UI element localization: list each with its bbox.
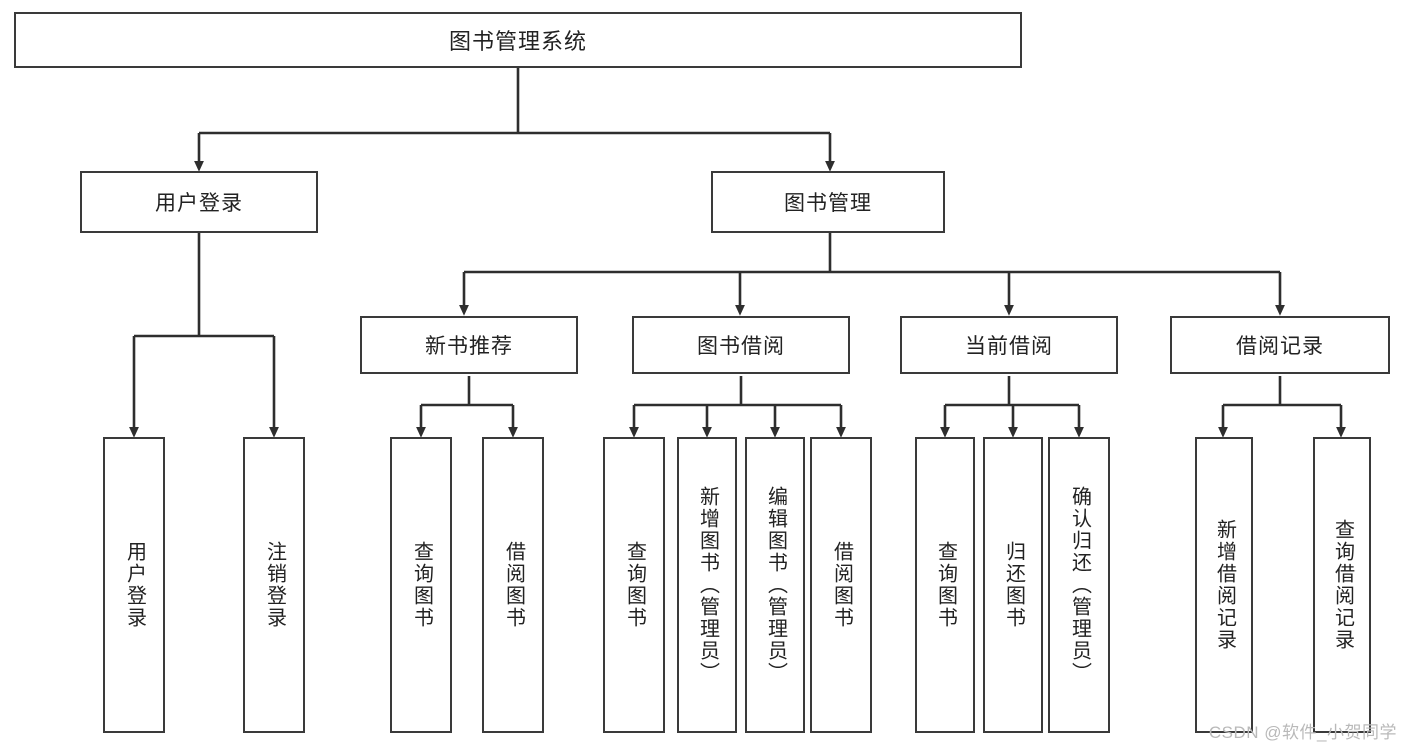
node-label: 用户登录 <box>123 541 146 629</box>
node-label: 用户登录 <box>155 192 243 215</box>
leaf-current-query-book[interactable]: 查询图书 <box>915 437 975 733</box>
node-user-login[interactable]: 用户登录 <box>80 171 318 233</box>
node-borrow-record[interactable]: 借阅记录 <box>1170 316 1390 374</box>
leaf-user-login-logout[interactable]: 注销登录 <box>243 437 305 733</box>
node-label: 查询图书 <box>623 541 646 629</box>
watermark: CSDN @软件_小贺同学 <box>1208 723 1397 742</box>
node-book-borrow[interactable]: 图书借阅 <box>632 316 850 374</box>
node-label: 编辑图书（管理员） <box>764 486 787 684</box>
node-label: 借阅图书 <box>502 541 525 629</box>
node-label: 查询借阅记录 <box>1331 519 1354 651</box>
node-label: 归还图书 <box>1002 541 1025 629</box>
leaf-recommend-borrow-book[interactable]: 借阅图书 <box>482 437 544 733</box>
node-label: 新增图书（管理员） <box>696 486 719 684</box>
node-label: 图书管理系统 <box>448 29 587 54</box>
leaf-record-add-record[interactable]: 新增借阅记录 <box>1195 437 1253 733</box>
leaf-recommend-query-book[interactable]: 查询图书 <box>390 437 452 733</box>
node-label: 借阅记录 <box>1236 335 1324 358</box>
node-label: 借阅图书 <box>830 541 853 629</box>
leaf-borrow-borrow-book[interactable]: 借阅图书 <box>810 437 872 733</box>
node-label: 新书推荐 <box>425 335 513 358</box>
node-current-borrow[interactable]: 当前借阅 <box>900 316 1118 374</box>
node-label: 查询图书 <box>410 541 433 629</box>
node-label: 查询图书 <box>934 541 957 629</box>
leaf-user-login-login[interactable]: 用户登录 <box>103 437 165 733</box>
leaf-current-return-book[interactable]: 归还图书 <box>983 437 1043 733</box>
node-label: 当前借阅 <box>965 335 1053 358</box>
leaf-record-query-record[interactable]: 查询借阅记录 <box>1313 437 1371 733</box>
leaf-current-confirm-return-admin[interactable]: 确认归还（管理员） <box>1048 437 1110 733</box>
node-label: 图书借阅 <box>697 335 785 358</box>
node-new-book-recommend[interactable]: 新书推荐 <box>360 316 578 374</box>
leaf-borrow-query-book[interactable]: 查询图书 <box>603 437 665 733</box>
node-label: 确认归还（管理员） <box>1068 486 1091 684</box>
leaf-borrow-add-book-admin[interactable]: 新增图书（管理员） <box>677 437 737 733</box>
node-root-system[interactable]: 图书管理系统 <box>14 12 1022 68</box>
leaf-borrow-edit-book-admin[interactable]: 编辑图书（管理员） <box>745 437 805 733</box>
node-label: 新增借阅记录 <box>1213 519 1236 651</box>
node-label: 图书管理 <box>784 192 872 215</box>
node-label: 注销登录 <box>263 541 286 629</box>
node-book-management[interactable]: 图书管理 <box>711 171 945 233</box>
